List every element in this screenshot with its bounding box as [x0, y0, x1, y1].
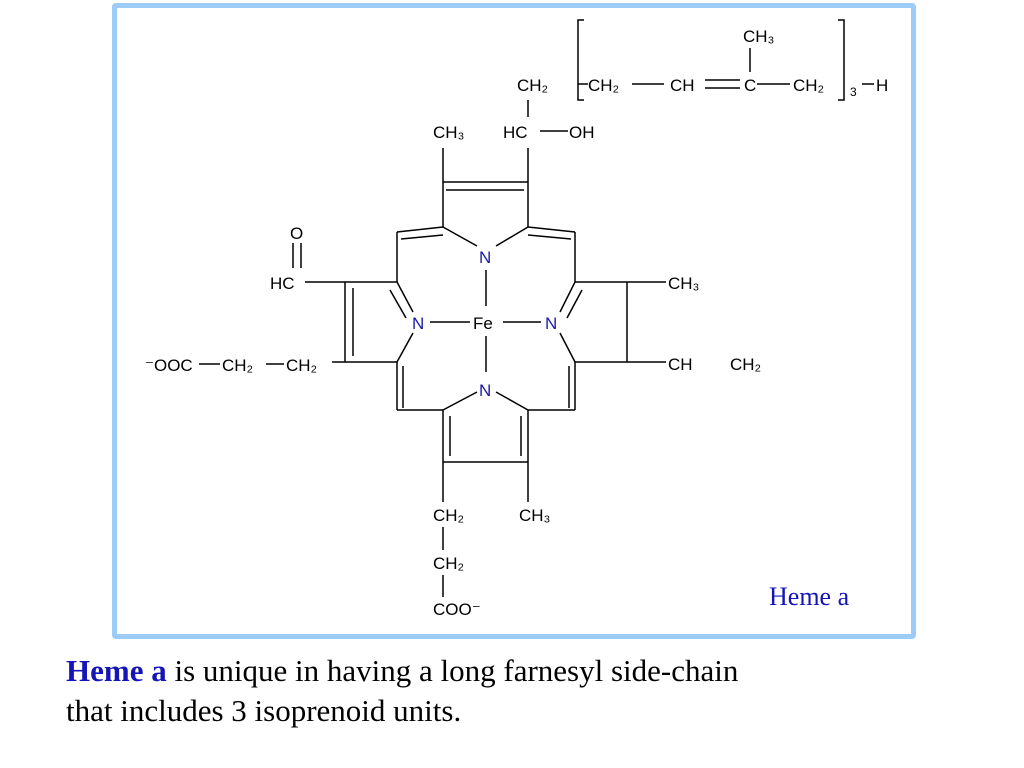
- hydroxy-carbon: HC: [503, 123, 528, 142]
- chain-ch: CH: [670, 76, 695, 95]
- propionate-bottom-ch2-a: CH₂: [433, 506, 464, 525]
- propionate-bottom-ch2-b: CH₂: [433, 554, 464, 573]
- atom-labels: CH₂ CH₂ CH C CH₃ CH₂ 3 H HC OH CH₃ O HC …: [145, 27, 888, 619]
- iron-center: Fe: [473, 314, 493, 333]
- chain-ch2-anchor: CH₂: [517, 76, 548, 95]
- nitrogen-top: N: [479, 248, 491, 267]
- methyl-top: CH₃: [433, 123, 464, 142]
- caption-line2-text: that includes 3 isoprenoid units.: [66, 693, 462, 728]
- propionate-ch2-a: CH₂: [222, 356, 253, 375]
- heme-a-structure: CH₂ CH₂ CH C CH₃ CH₂ 3 H HC OH CH₃ O HC …: [145, 19, 888, 619]
- nitrogen-right: N: [545, 314, 557, 333]
- chain-ch2-end: CH₂: [793, 76, 824, 95]
- repeat-count: 3: [850, 85, 857, 99]
- repeat-bracket-right: [838, 19, 845, 101]
- formyl-carbon: HC: [270, 274, 295, 293]
- figure-frame: [112, 3, 916, 639]
- caption-line1-text: is unique in having a long farnesyl side…: [166, 653, 739, 688]
- methyl-bottom: CH₃: [519, 506, 550, 525]
- formyl-oxygen: O: [290, 224, 303, 243]
- caption-term: Heme a: [66, 653, 167, 688]
- bond-lines: [199, 48, 874, 597]
- hydroxyl-group: OH: [569, 123, 595, 142]
- chain-ch2-repeat: CH₂: [588, 76, 619, 95]
- vinyl-ch: CH: [668, 355, 693, 374]
- carboxylate-bottom: COO⁻: [433, 600, 481, 619]
- chain-terminal-h: H: [876, 76, 888, 95]
- nitrogen-left: N: [412, 314, 424, 333]
- vinyl-ch2: CH₂: [730, 355, 761, 374]
- chain-ch3: CH₃: [743, 27, 774, 46]
- propionate-ch2-b: CH₂: [286, 356, 317, 375]
- caption: Heme a is unique in having a long farnes…: [66, 651, 966, 731]
- chain-c: C: [744, 76, 756, 95]
- repeat-bracket-left: [577, 19, 584, 101]
- figure-label: Heme a: [769, 582, 850, 611]
- nitrogen-bottom: N: [479, 381, 491, 400]
- carboxylate-left: ⁻OOC: [145, 356, 193, 375]
- methyl-right: CH₃: [668, 274, 699, 293]
